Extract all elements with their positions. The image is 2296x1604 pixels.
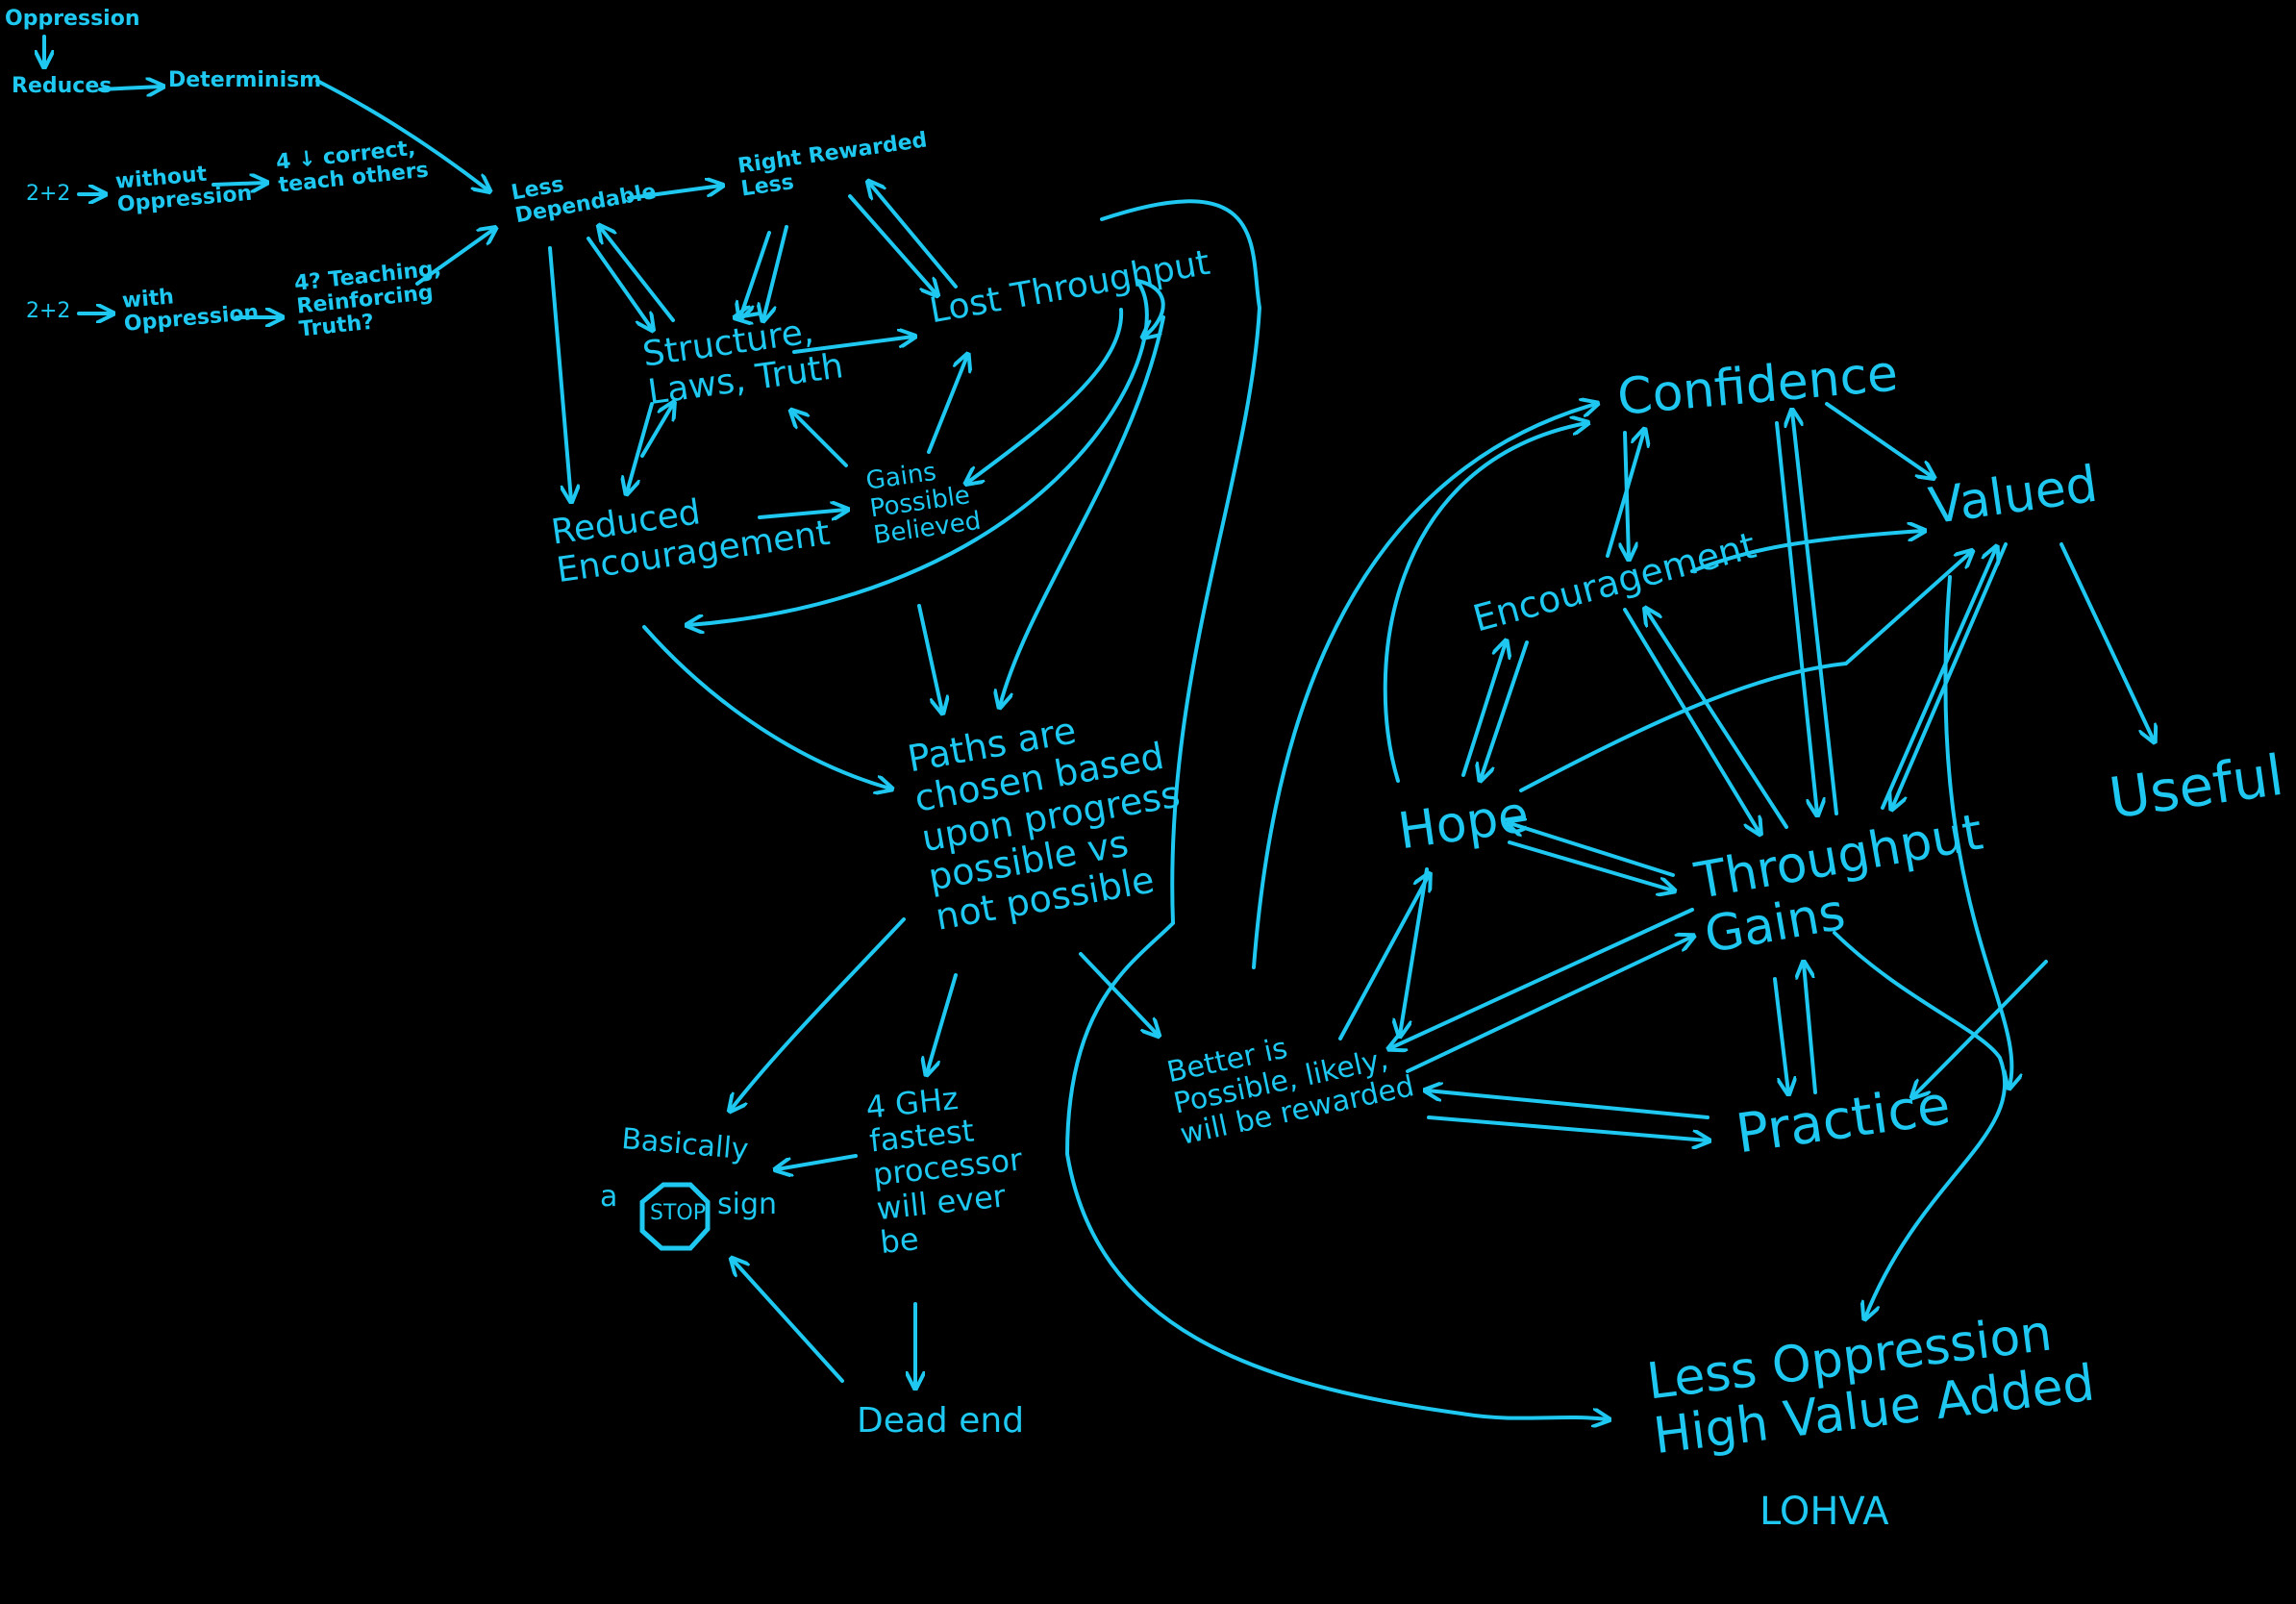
arrow	[1383, 423, 1586, 783]
arrow	[642, 625, 890, 789]
arrow	[1508, 840, 1673, 890]
arrow	[1406, 937, 1692, 1073]
arrow	[1000, 315, 1165, 706]
label-2plus2-b: 2+2	[26, 299, 71, 323]
arrow	[777, 1154, 858, 1169]
arrow	[927, 973, 958, 1073]
arrow	[917, 604, 942, 712]
arrow	[1510, 823, 1675, 877]
arrow	[733, 1260, 844, 1383]
arrow	[1400, 867, 1429, 1035]
label-gains-possible-believed: Gains Possible Believed	[863, 457, 984, 551]
arrow	[1519, 552, 1971, 792]
arrow	[1825, 402, 1933, 477]
arrow	[1775, 421, 1817, 814]
arrow	[792, 412, 848, 467]
arrow	[1481, 640, 1529, 779]
arrow	[967, 308, 1124, 483]
label-dead-end: Dead end	[857, 1401, 1025, 1441]
arrow	[315, 79, 488, 190]
arrow	[792, 337, 913, 354]
arrow	[1390, 908, 1694, 1048]
label-determinism: Determinism	[168, 68, 322, 92]
arrow	[1338, 875, 1429, 1040]
label-2plus2-a: 2+2	[26, 182, 71, 206]
arrow	[1804, 964, 1817, 1094]
arrow	[212, 183, 265, 185]
arrow	[763, 225, 788, 319]
arrow	[415, 229, 494, 286]
label-reduces: Reduces	[12, 74, 112, 98]
arrow	[869, 183, 958, 288]
arrow	[1913, 960, 2048, 1096]
label-oppression: Oppression	[5, 7, 140, 31]
arrow	[1690, 531, 1923, 573]
arrow	[548, 246, 571, 500]
arrow	[1792, 412, 1838, 815]
label-a: a	[600, 1180, 618, 1214]
octagon-stop-sign	[639, 1182, 711, 1251]
arrow	[731, 917, 906, 1110]
arrow	[1625, 431, 1629, 558]
arrow	[1773, 977, 1788, 1092]
arrow	[586, 237, 652, 329]
arrow	[1892, 542, 2008, 808]
arrow	[1136, 279, 1165, 337]
arrow	[1881, 548, 1996, 810]
stop-sign-text: STOP	[650, 1201, 706, 1225]
arrow	[1427, 1115, 1708, 1140]
arrow	[1252, 404, 1596, 969]
arrow	[1461, 642, 1506, 777]
arrow	[848, 194, 936, 294]
arrow	[2059, 542, 2154, 740]
arrow	[627, 402, 654, 492]
arrow	[1064, 199, 1608, 1419]
arrow	[1079, 952, 1158, 1035]
arrow	[640, 404, 673, 458]
label-lohva: LOHVA	[1759, 1490, 1889, 1534]
label-4ghz-fastest-processor: 4 GHz fastest processor will ever be	[863, 1079, 1024, 1261]
arrow	[627, 186, 721, 200]
arrow	[927, 356, 967, 454]
arrow	[1623, 608, 1759, 833]
arrow	[98, 87, 162, 89]
arrow	[600, 227, 675, 322]
arrow	[740, 231, 771, 317]
arrow	[1943, 575, 2011, 1087]
label-sign: sign	[717, 1188, 778, 1221]
arrow	[1833, 931, 2007, 1317]
arrow	[758, 510, 846, 517]
arrow	[1646, 610, 1788, 829]
arrow	[1427, 1090, 1710, 1119]
